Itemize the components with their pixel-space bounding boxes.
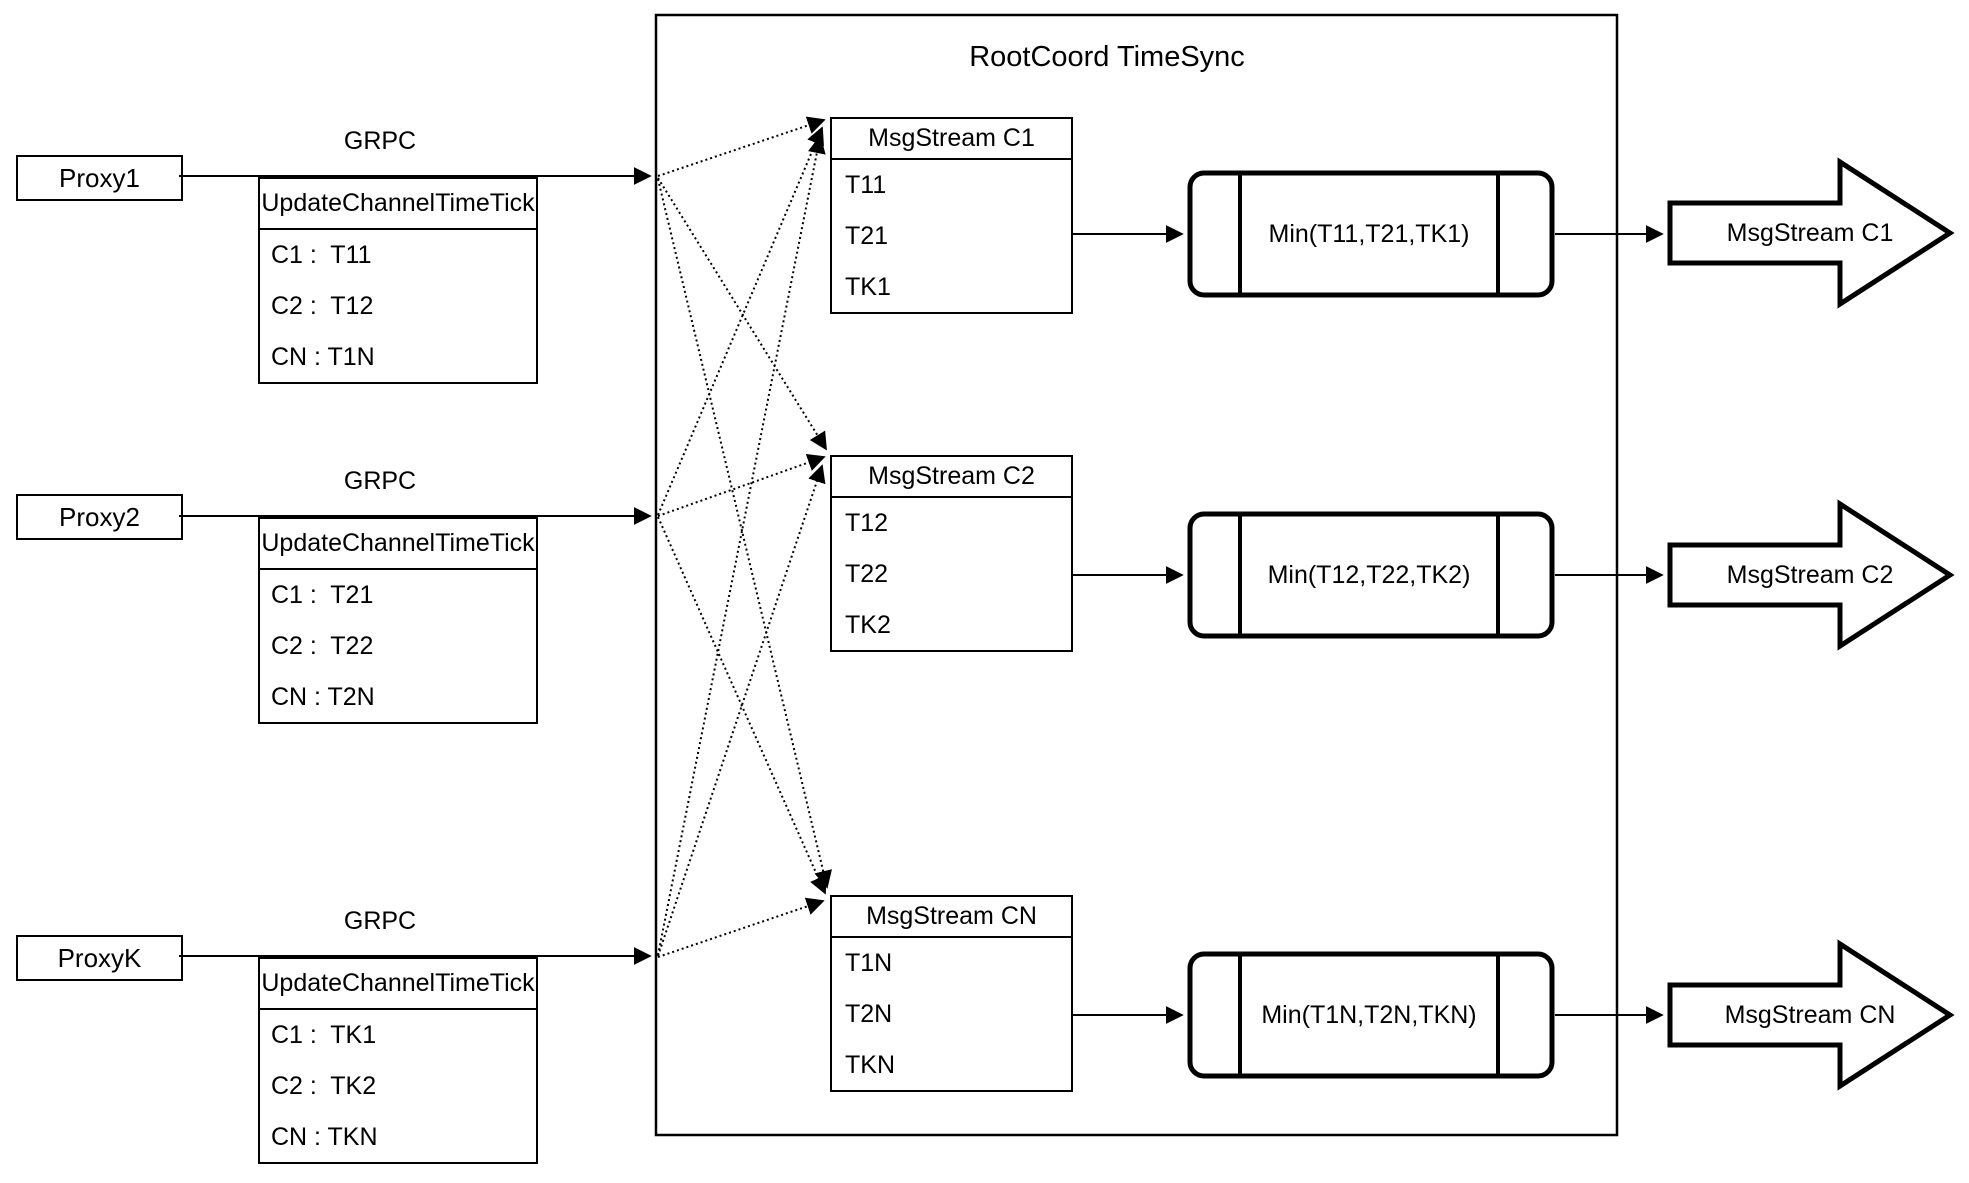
output-arrow-shape-cn — [1667, 939, 1955, 1091]
msgstream-row: T11 — [845, 171, 887, 199]
output-arrow-label-c1: MsgStream C1 — [1726, 218, 1894, 247]
msgstream-header: MsgStream C2 — [832, 457, 1071, 498]
min-label-cn: Min(T1N,T2N,TKN) — [1261, 1000, 1477, 1029]
table-row: C2 : T12 — [271, 292, 374, 320]
msgstream-row: TK1 — [845, 273, 891, 301]
table-header: UpdateChannelTimeTick — [260, 959, 536, 1010]
output-arrow-label-cn: MsgStream CN — [1724, 1000, 1896, 1029]
table-row: CN : T1N — [271, 343, 375, 371]
table-row: C1 : T11 — [271, 241, 372, 269]
msgstream-row: T1N — [845, 949, 893, 977]
table-row: C2 : T22 — [271, 632, 374, 660]
msgstream-header: MsgStream C1 — [832, 119, 1071, 160]
table-header: UpdateChannelTimeTick — [260, 519, 536, 570]
update-channel-timetick-table-k: UpdateChannelTimeTick C1 : TK1 C2 : TK2 … — [258, 957, 538, 1164]
table-row: C1 : TK1 — [271, 1021, 377, 1049]
msgstream-row: T21 — [845, 222, 889, 250]
min-process-shape-c2 — [1187, 511, 1555, 639]
update-channel-timetick-table-2: UpdateChannelTimeTick C1 : T21 C2 : T22 … — [258, 517, 538, 724]
proxy-box-k: ProxyK — [16, 935, 183, 981]
msgstream-row: T2N — [845, 1000, 893, 1028]
update-channel-timetick-table-1: UpdateChannelTimeTick C1 : T11 C2 : T12 … — [258, 177, 538, 384]
msgstream-header: MsgStream CN — [832, 897, 1071, 938]
msgstream-row: T12 — [845, 509, 889, 537]
grpc-label-k: GRPC — [343, 907, 417, 935]
msgstream-table-c2: MsgStream C2 T12 T22 TK2 — [830, 455, 1073, 652]
table-row: C2 : TK2 — [271, 1072, 377, 1100]
msgstream-row: T22 — [845, 560, 889, 588]
min-label-c2: Min(T12,T22,TK2) — [1267, 560, 1471, 589]
proxy-box-1: Proxy1 — [16, 155, 183, 201]
proxy-box-2: Proxy2 — [16, 494, 183, 540]
msgstream-table-c1: MsgStream C1 T11 T21 TK1 — [830, 117, 1073, 314]
table-row: C1 : T21 — [271, 581, 374, 609]
table-row: CN : T2N — [271, 683, 375, 711]
output-arrow-shape-c1 — [1667, 157, 1955, 309]
table-row: CN : TKN — [271, 1123, 378, 1151]
proxy-label-2: Proxy2 — [59, 501, 140, 532]
output-arrow-shape-c2 — [1667, 499, 1955, 651]
grpc-label-2: GRPC — [343, 467, 417, 495]
min-label-c1: Min(T11,T21,TK1) — [1268, 219, 1470, 248]
msgstream-row: TK2 — [845, 611, 891, 639]
min-process-shape-c1 — [1187, 170, 1555, 298]
grpc-label-1: GRPC — [343, 127, 417, 155]
msgstream-table-cn: MsgStream CN T1N T2N TKN — [830, 895, 1073, 1092]
output-arrow-label-c2: MsgStream C2 — [1726, 560, 1894, 589]
min-process-shape-cn — [1187, 951, 1555, 1079]
msgstream-row: TKN — [845, 1051, 895, 1079]
table-header: UpdateChannelTimeTick — [260, 179, 536, 230]
rootcoord-title: RootCoord TimeSync — [969, 41, 1245, 73]
proxy-label-1: Proxy1 — [59, 162, 140, 193]
proxy-label-k: ProxyK — [57, 942, 142, 973]
